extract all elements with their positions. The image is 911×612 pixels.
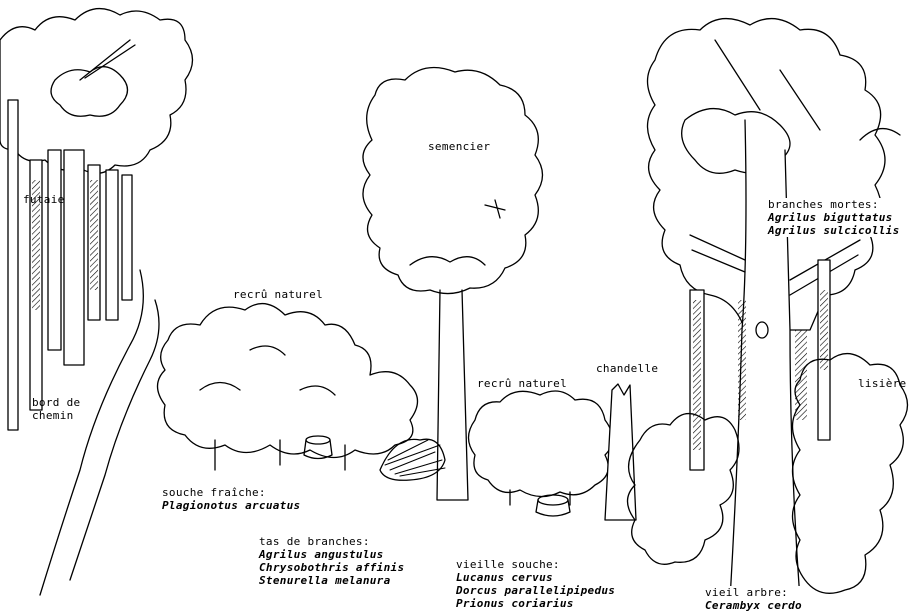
label-futaie: futaie	[23, 193, 65, 206]
species-dorcus-parallelipipedus: Dorcus parallelipipedus	[456, 584, 615, 597]
species-agrilus-sulcicollis: Agrilus sulcicollis	[768, 224, 900, 237]
species-prionus-coriarius: Prionus coriarius	[456, 597, 615, 610]
tas-de-branches-pile	[380, 439, 445, 480]
futaie-branch	[80, 40, 135, 80]
label-recru-naturel-mid: recrû naturel	[477, 377, 567, 390]
chandelle-snag	[605, 384, 636, 520]
species-cerambyx-cerdo: Cerambyx cerdo	[705, 599, 802, 612]
futaie-canopy-inner	[51, 67, 128, 117]
species-agrilus-biguttatus: Agrilus biguttatus	[768, 211, 900, 224]
species-chrysobothris-affinis: Chrysobothris affinis	[259, 561, 404, 574]
annotation-vieille-souche-title: vieille souche:	[456, 558, 615, 571]
souche-fraiche-stump	[304, 436, 332, 459]
annotation-tas-de-branches: tas de branches: Agrilus angustulus Chry…	[259, 535, 404, 587]
label-recru-naturel-left: recrû naturel	[233, 288, 323, 301]
species-agrilus-angustulus: Agrilus angustulus	[259, 548, 404, 561]
label-bord-de-chemin-line1: bord de	[32, 396, 80, 409]
label-lisiere: lisière	[858, 377, 906, 390]
annotation-branches-mortes-title: branches mortes:	[768, 198, 900, 211]
futaie-canopy	[0, 9, 193, 174]
species-plagionotus-arcuatus: Plagionotus arcuatus	[162, 499, 300, 512]
futaie-trunk-7	[122, 175, 132, 300]
annotation-souche-fraiche-title: souche fraîche:	[162, 486, 300, 499]
annotation-vieille-souche: vieille souche: Lucanus cervus Dorcus pa…	[456, 558, 615, 610]
futaie-trunk-4	[64, 150, 84, 365]
recru-shrubs-left	[158, 304, 418, 470]
vieil-arbre-tree	[648, 19, 901, 600]
annotation-branches-mortes: branches mortes: Agrilus biguttatus Agri…	[768, 198, 900, 237]
semencier-canopy	[363, 68, 543, 294]
futaie-trunk-1	[8, 100, 18, 430]
recru-shrubs-mid	[469, 391, 613, 505]
species-stenurella-melanura: Stenurella melanura	[259, 574, 404, 587]
futaie-trunk-3	[48, 150, 61, 350]
semencier-tree	[363, 68, 543, 501]
annotation-souche-fraiche: souche fraîche: Plagionotus arcuatus	[162, 486, 300, 512]
label-semencier: semencier	[428, 140, 490, 153]
label-bord-de-chemin: bord de chemin	[32, 396, 80, 422]
species-lucanus-cervus: Lucanus cervus	[456, 571, 615, 584]
label-bord-de-chemin-line2: chemin	[32, 409, 80, 422]
annotation-vieil-arbre-title: vieil arbre:	[705, 586, 802, 599]
annotation-vieil-arbre: vieil arbre: Cerambyx cerdo	[705, 586, 802, 612]
label-chandelle: chandelle	[596, 362, 658, 375]
vieille-souche-stump	[536, 495, 570, 516]
futaie-trunk-6	[106, 170, 118, 320]
annotation-tas-de-branches-title: tas de branches:	[259, 535, 404, 548]
